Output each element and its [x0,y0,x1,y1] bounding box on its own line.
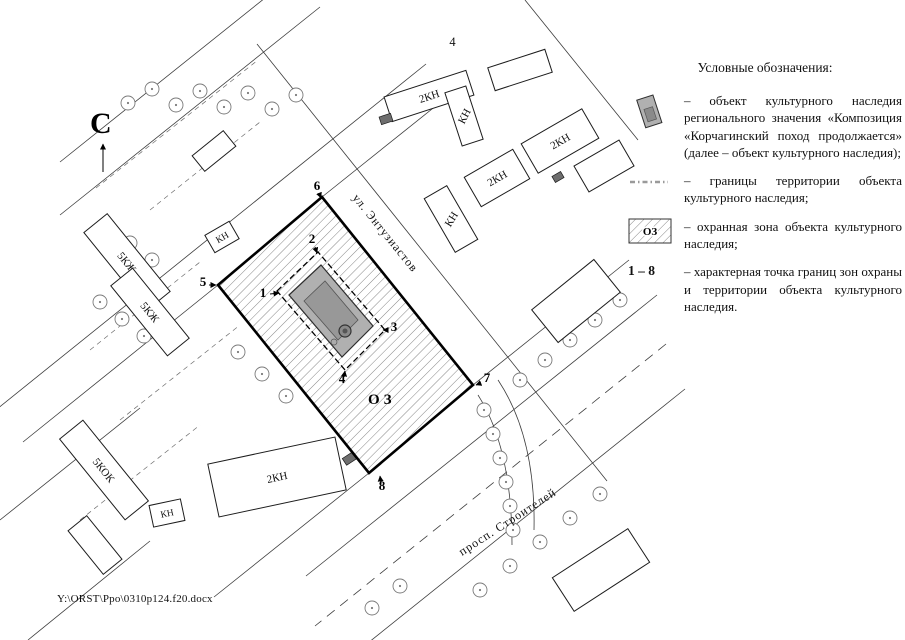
point-label: 2 [309,231,316,246]
legend-item-text: – границы территории объекта культурного… [684,173,902,206]
points-range-label: 1 – 8 [628,263,655,279]
building: 5КЖ [110,267,190,357]
point-label: 8 [379,478,386,493]
boundary-points-group: 1 2 3 4 5 6 7 8 [200,178,491,493]
file-path-footer: Y:\ORST\Ppo\0310p124.f20.docx [57,593,213,605]
point-label: 3 [391,319,398,334]
territory-boundary-icon [628,176,674,188]
page-number: 4 [449,35,456,49]
points-range-icon: 1 – 8 [628,263,674,279]
building: 2КН [207,436,347,518]
protection-zone-icon-label: ОЗ [643,226,658,238]
legend-item: – границы территории объекта культурного… [628,172,902,207]
building-label: 2КН [266,470,289,486]
building: 2КН [520,108,600,174]
point-label: 4 [339,371,346,386]
protection-zone-icon: ОЗ [628,218,674,244]
point-label: 7 [484,370,491,385]
point-label: 6 [314,178,321,193]
legend-title: Условные обозначения: [697,60,833,75]
legend: Условные обозначения: – объект культурно… [628,60,902,326]
north-label: С [90,107,112,140]
legend-item-text: – объект культурного наследия региональн… [684,93,902,160]
legend-item-text: – охранная зона объекта культурного насл… [684,218,902,251]
north-arrow: С [90,107,112,172]
heritage-object-icon [628,92,674,132]
point-label: 5 [200,274,207,289]
building: 5КОК [58,419,150,521]
legend-item: ОЗ – охранная зона объекта культурного н… [628,218,902,253]
building: 2КН [383,69,475,123]
parcel-boundaries-group [79,59,261,521]
streets-group [0,0,686,640]
building-label: КН [160,508,175,521]
legend-item: 1 – 8 – характерная точка границ зон охр… [628,263,902,315]
building: КН [423,184,479,254]
protection-zone-label: ОЗ [368,392,396,408]
heritage-territory [276,251,386,371]
building: 2КН [463,148,531,208]
building: КН [148,498,186,528]
legend-item: – объект культурного наследия региональн… [628,92,902,161]
point-label: 1 [260,285,267,300]
legend-item-text: – характерная точка границ зон охраны и … [684,264,902,314]
building: КН [204,220,240,254]
building: КН [444,85,484,147]
buildings-group: 2КН КН 2КН 2КН КН КН 5КЖ 5КЖ [58,48,651,612]
